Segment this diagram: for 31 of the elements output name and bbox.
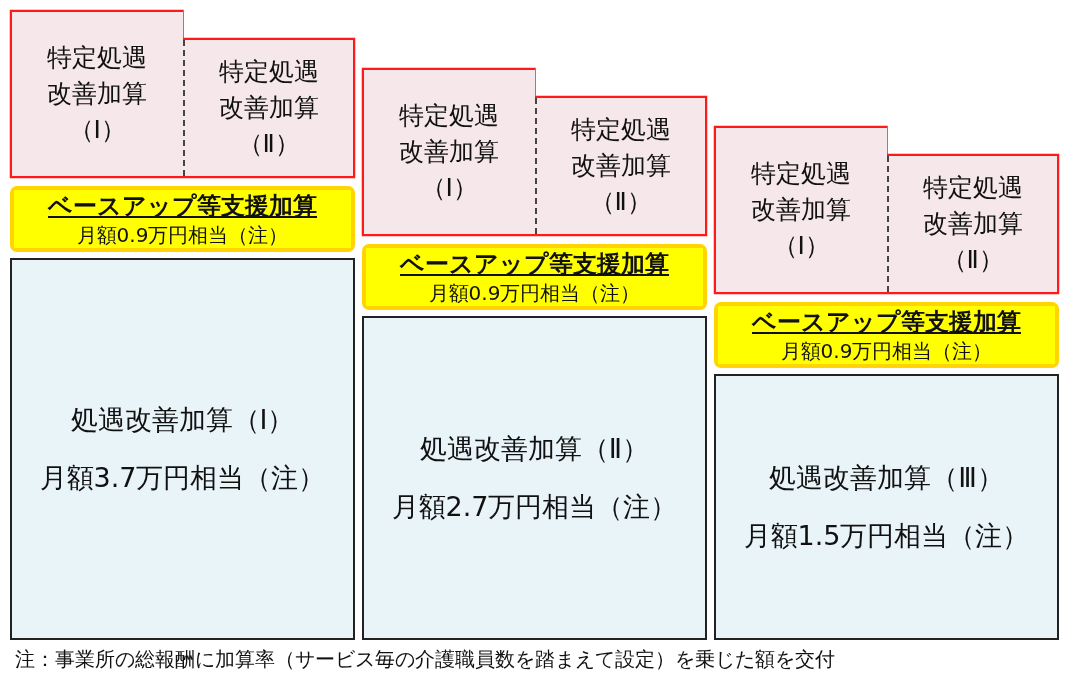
block-label: 特定処遇改善加算（Ⅱ） xyxy=(921,171,1024,277)
block-amount: 月額2.7万円相当（注） xyxy=(391,490,678,524)
block-label: 特定処遇改善加算（Ⅰ） xyxy=(46,41,149,147)
allowance-block xyxy=(10,258,355,640)
block-amount: 月額3.7万円相当（注） xyxy=(39,461,326,495)
block-title: 処遇改善加算（Ⅲ） xyxy=(769,461,1004,495)
block-label: 特定処遇改善加算（Ⅱ） xyxy=(569,113,672,219)
bonus-block xyxy=(534,98,705,234)
block-title: 処遇改善加算（Ⅱ） xyxy=(419,432,650,466)
allowance-block xyxy=(362,316,707,640)
bonus-block xyxy=(182,40,353,176)
support-band xyxy=(362,244,707,310)
band-title: ベースアップ等支援加算 xyxy=(48,190,317,222)
band-amount: 月額0.9万円相当（注） xyxy=(76,221,289,249)
block-label: 特定処遇改善加算（Ⅰ） xyxy=(398,99,501,205)
footnote: 注：事業所の総報酬に加算率（サービス毎の介護職員数を踏まえて設定）を乗じた額を交付 xyxy=(15,646,835,673)
block-label: 特定処遇改善加算（Ⅰ） xyxy=(750,157,853,263)
bonus-block xyxy=(12,12,183,176)
bonus-block xyxy=(886,156,1057,292)
band-title: ベースアップ等支援加算 xyxy=(400,248,669,280)
bonus-block xyxy=(716,128,887,292)
allowance-block xyxy=(714,374,1059,640)
support-band xyxy=(714,302,1059,368)
band-amount: 月額0.9万円相当（注） xyxy=(780,337,993,365)
block-label: 特定処遇改善加算（Ⅱ） xyxy=(217,55,320,161)
band-amount: 月額0.9万円相当（注） xyxy=(428,279,641,307)
bonus-block xyxy=(364,70,535,234)
block-title: 処遇改善加算（Ⅰ） xyxy=(70,403,295,437)
block-amount: 月額1.5万円相当（注） xyxy=(743,519,1030,553)
support-band xyxy=(10,186,355,252)
band-title: ベースアップ等支援加算 xyxy=(752,306,1021,338)
